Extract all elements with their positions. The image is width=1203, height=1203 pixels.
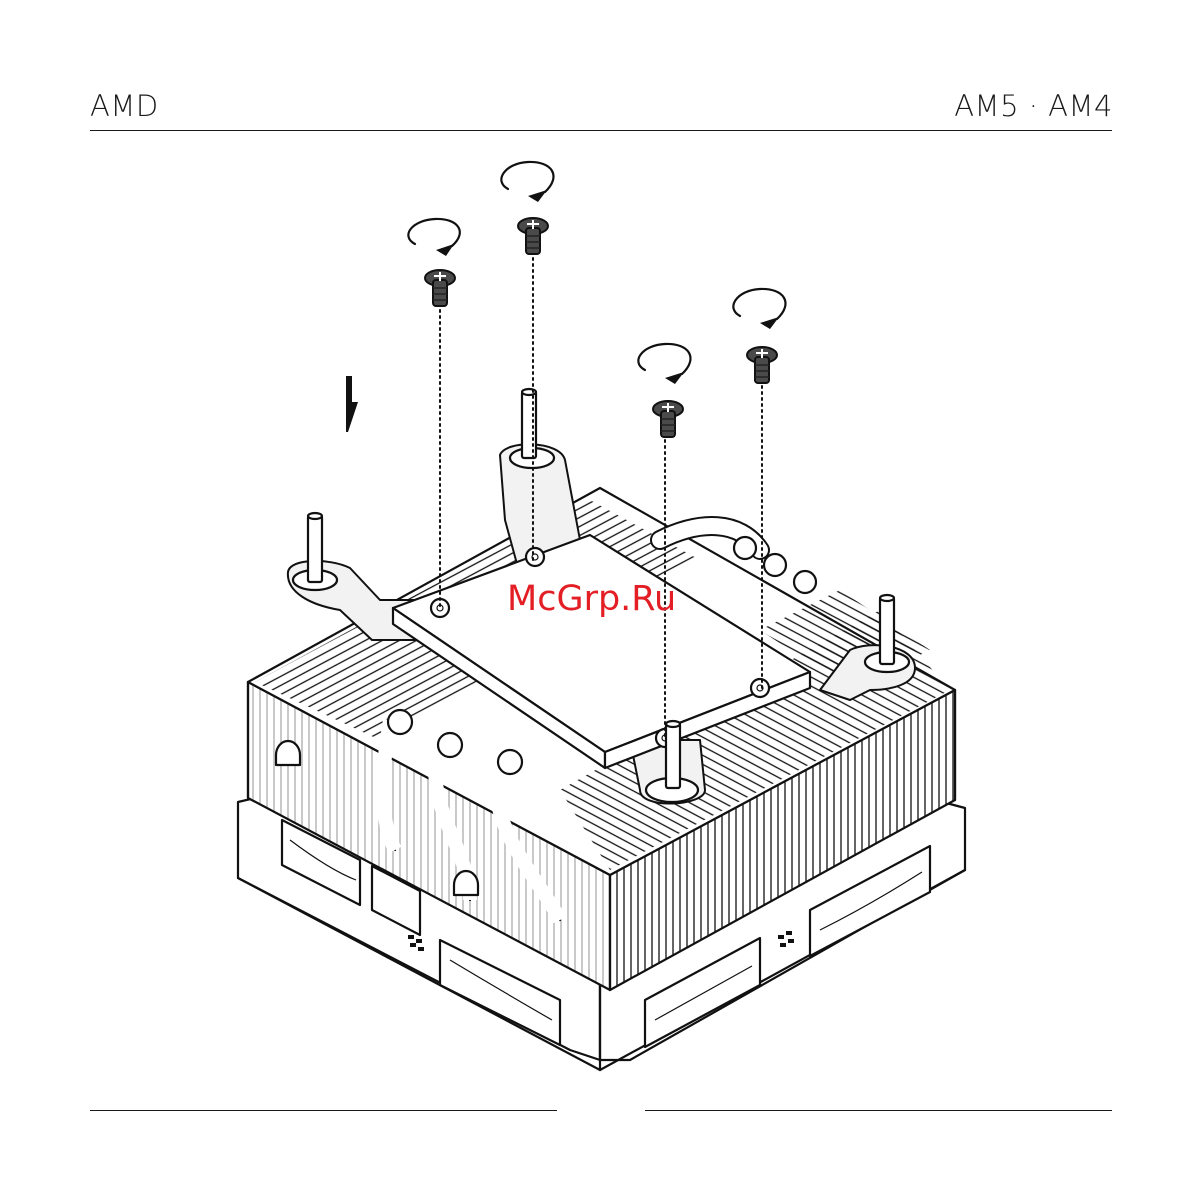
standoff-front [666,721,680,788]
rotate-clockwise-icon [408,219,459,256]
standoff-right [880,595,894,664]
screw-3-icon [653,401,683,437]
down-arrow-icon [346,376,358,432]
footer-rule-right [645,1110,1112,1111]
rotate-clockwise-icon [733,289,785,329]
screw-1-icon [425,270,455,306]
screw-4-icon [747,347,777,383]
footer-rule-left [90,1110,557,1111]
screw-2-icon [518,218,548,254]
standoff-rear [522,389,536,458]
standoff-left [308,513,322,582]
rotate-clockwise-icon [501,162,553,202]
watermark-text: McGrp.Ru [507,582,676,617]
rotate-clockwise-icon [638,344,690,384]
